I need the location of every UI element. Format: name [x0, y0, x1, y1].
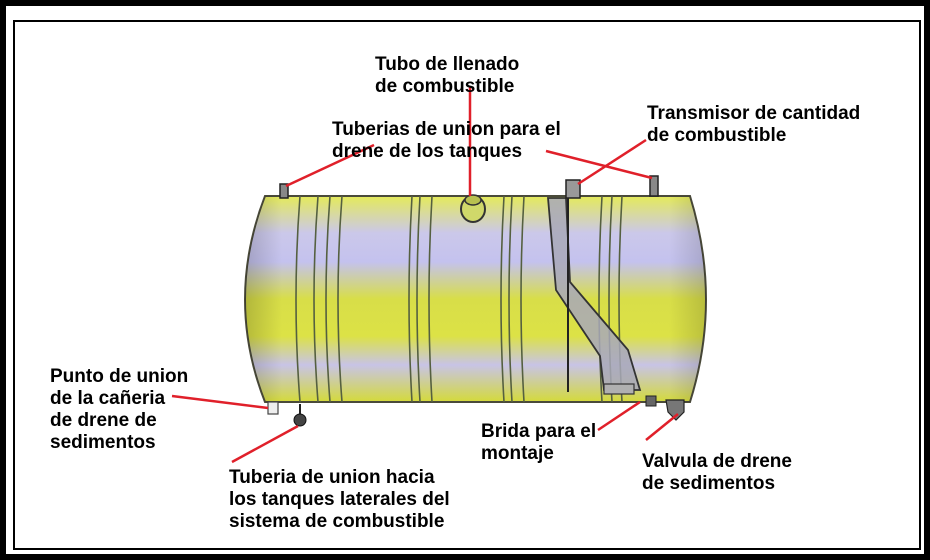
fuel-tank	[244, 175, 707, 427]
mount-flange-leader	[597, 400, 641, 432]
fuel-transmitter-label: Transmisor de cantidad de combustible	[647, 103, 861, 146]
drain-pipes-left-leader	[285, 143, 375, 188]
sediment-drain-valve-label: Valvula de drene de sedimentos	[642, 451, 792, 494]
lateral-pipe-label: Tuberia de union hacia los tanques later…	[229, 467, 450, 532]
diagram-border	[13, 20, 921, 550]
fuel-transmitter-leader	[577, 138, 647, 186]
sediment-drain-point-label: Punto de union de la cañeria de drene de…	[50, 366, 189, 453]
lateral-pipe-leader	[231, 424, 299, 464]
drain-pipes-label: Tuberias de union para el drene de los t…	[332, 119, 561, 162]
sediment-drain-valve-leader	[645, 413, 679, 441]
sediment-drain-point-leader	[171, 394, 269, 410]
drain-pipes-right-leader	[545, 149, 653, 180]
leader-lines	[171, 86, 679, 464]
filler-tube-label: Tubo de llenado de combustible	[375, 54, 520, 97]
mount-flange-label: Brida para el montaje	[481, 421, 597, 464]
